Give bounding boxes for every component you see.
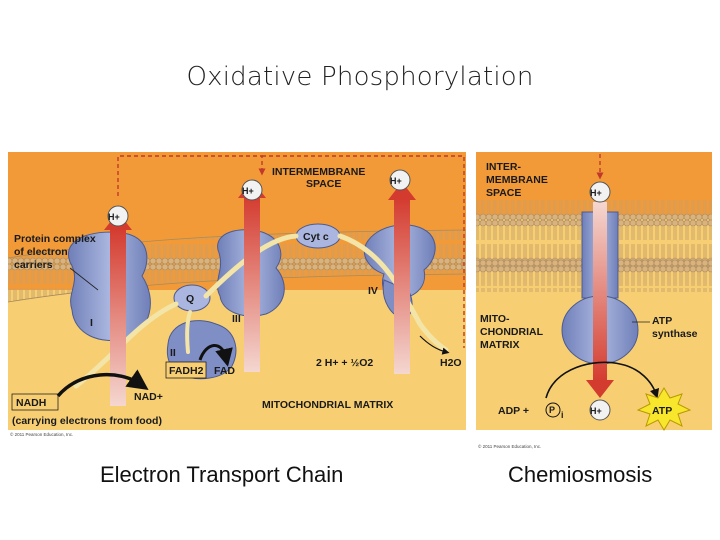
protein-complex-label-1: Protein complex <box>14 233 96 245</box>
ubiquinone-label: Q <box>186 293 194 305</box>
chemi-proton-badge-bottom: H+ <box>589 399 611 421</box>
proton-flow-dashed-1 <box>117 155 266 196</box>
chemi-proton-badge-top: H+ <box>589 181 611 203</box>
adp-label: ADP + <box>498 405 529 417</box>
proton-pump-arrow-IV <box>388 182 416 374</box>
phosphate-circle <box>545 402 561 418</box>
atp-label: ATP <box>652 405 672 417</box>
chemi-matrix-label-3: MATRIX <box>480 339 519 351</box>
chemi-intermembrane-label-1: INTER- <box>486 161 522 173</box>
fadh2-box <box>165 361 207 379</box>
etc-matrix-label: MITOCHONDRIAL MATRIX <box>262 399 393 411</box>
nad-plus-label: NAD+ <box>134 391 163 403</box>
slide-title: Oxidative Phosphorylation <box>186 62 534 92</box>
svg-text:H+: H+ <box>108 212 120 222</box>
etc-panel: Q Cyt c H+ H+ <box>7 152 467 437</box>
protein-complex-label-2: of electron <box>14 246 68 258</box>
fadh2-label: FADH2 <box>169 365 204 377</box>
chemiosmosis-caption: Chemiosmosis <box>508 462 653 487</box>
fad-label: FAD <box>214 365 235 377</box>
etc-caption: Electron Transport Chain <box>100 462 344 487</box>
etc-intermembrane-label-1: INTERMEMBRANE <box>272 166 365 178</box>
water-arrow <box>419 335 450 355</box>
atp-formation-arrow <box>545 361 660 399</box>
carrying-electrons-note: (carrying electrons from food) <box>12 415 162 427</box>
svg-text:H+: H+ <box>242 186 254 196</box>
synthase-proton-arrow <box>586 202 614 398</box>
svg-text:H+: H+ <box>390 176 402 186</box>
complex-I-shape <box>67 231 151 341</box>
proton-flow-dashed-2 <box>262 155 465 348</box>
complex-II-label: II <box>170 347 176 359</box>
nadh-label: NADH <box>16 397 46 409</box>
protein-complex-pointer <box>69 267 99 291</box>
chemi-matrix-label-1: MITO- <box>480 313 510 325</box>
svg-text:H+: H+ <box>590 188 602 198</box>
proton-badge-IV: H+ <box>389 169 411 191</box>
nadh-box <box>11 393 59 411</box>
nad-curve-arrow <box>56 369 149 398</box>
svg-text:H+: H+ <box>590 406 602 416</box>
protein-complex-label-3: carriers <box>14 259 53 271</box>
atp-burst <box>636 387 692 431</box>
proton-badge-I: H+ <box>107 205 129 227</box>
chemi-matrix-label-2: CHONDRIAL <box>480 326 544 338</box>
phosphate-subscript: i <box>561 410 564 420</box>
etc-copyright: © 2011 Pearson Education, Inc. <box>10 431 73 437</box>
chemi-intermembrane-label-2: MEMBRANE <box>486 174 548 186</box>
atp-synthase-label-1: ATP <box>652 315 672 327</box>
etc-intermembrane-label-2: SPACE <box>306 178 341 190</box>
oxygen-reaction: 2 H+ + ½O2 <box>316 357 373 369</box>
proton-badge-III: H+ <box>241 179 263 201</box>
complex-III-label: III <box>232 313 241 325</box>
chemi-intermembrane-label-3: SPACE <box>486 187 521 199</box>
phosphate-label: P <box>549 405 555 415</box>
complex-IV-label: IV <box>368 285 378 297</box>
water-label: H2O <box>440 357 462 369</box>
atp-synthase-label-2: synthase <box>652 328 698 340</box>
complex-I-label: I <box>90 317 93 329</box>
ubiquinone-shape <box>173 284 211 312</box>
chemiosmosis-panel: H+ H+ INTER- MEMBRANE SPACE MITO- CHONDR… <box>476 152 712 449</box>
fad-curve-arrow <box>198 344 233 367</box>
cytochrome-c-label: Cyt c <box>303 231 329 243</box>
chemi-copyright: © 2011 Pearson Education, Inc. <box>478 443 541 449</box>
